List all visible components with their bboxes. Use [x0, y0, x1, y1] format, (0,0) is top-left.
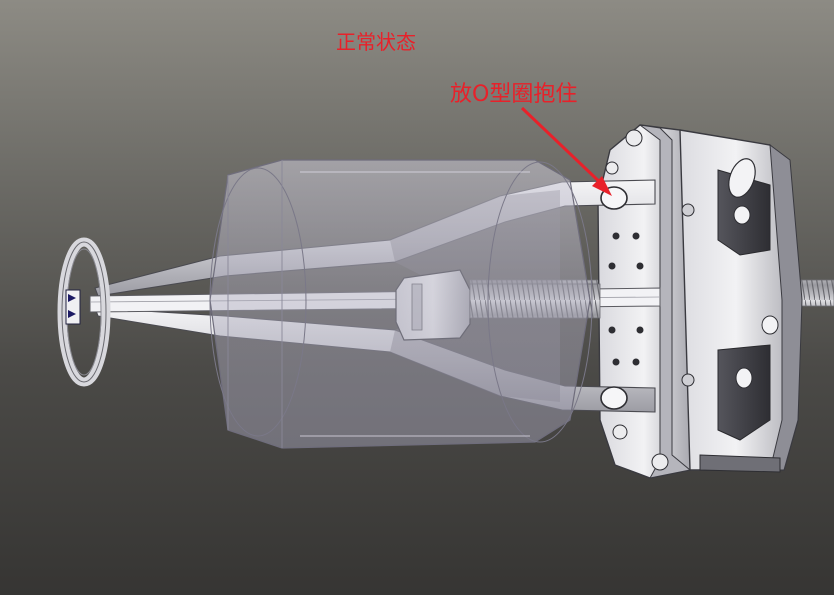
- pull-ring: [57, 237, 111, 387]
- base-plate: [671, 129, 803, 473]
- callout-arrow: [520, 106, 612, 196]
- callout-label: 放O型圈抱住: [450, 82, 578, 107]
- state-label: 正常状态: [336, 30, 416, 54]
- collet-sleeve-transparent: [209, 159, 593, 449]
- o-ring-groove: [600, 186, 628, 410]
